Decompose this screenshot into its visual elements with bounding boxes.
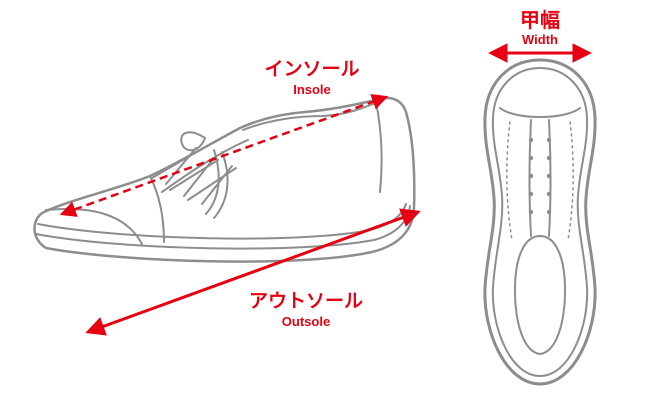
- lace-band-right: [548, 119, 552, 237]
- eyelet-dots: [528, 137, 552, 215]
- footbed-shape: [514, 235, 566, 355]
- sole-outline-inner: [491, 67, 589, 377]
- lace-band-left: [528, 119, 532, 237]
- shoe-top-view-illustration: [483, 58, 597, 386]
- outsole-label-en: Outsole: [281, 314, 331, 329]
- sole-outline-outer: [483, 58, 597, 386]
- shoe-outline: [33, 96, 416, 263]
- measurement-arrows: [59, 43, 592, 336]
- insole-label-en: Insole: [293, 82, 331, 97]
- insole-label-ja: インソール: [264, 59, 360, 80]
- stitch-line-right: [567, 121, 574, 241]
- width-label-en: Width: [522, 32, 558, 47]
- top-toe-cap-line: [499, 107, 581, 118]
- shoe-side-view-illustration: [33, 96, 416, 263]
- outsole-arrow: [85, 208, 421, 336]
- outsole-label-ja: アウトソール: [248, 291, 364, 312]
- insole-arrow: [59, 94, 389, 217]
- stitch-line-left: [506, 121, 513, 241]
- width-label-ja: 甲幅: [520, 10, 560, 32]
